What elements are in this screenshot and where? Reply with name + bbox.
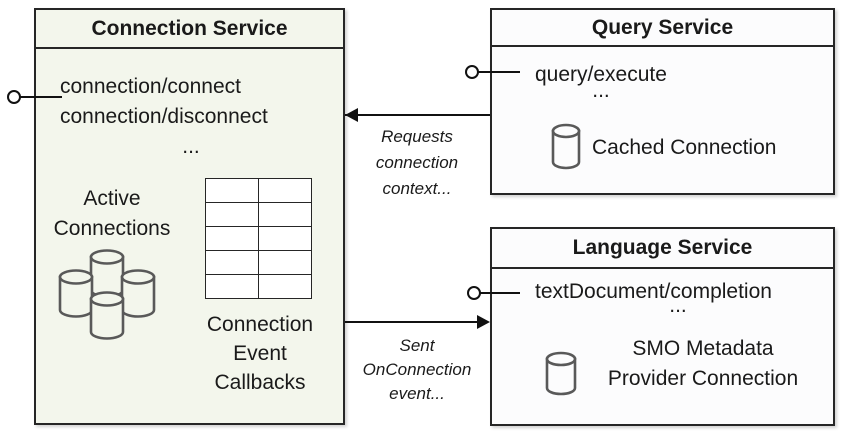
cached-connection-database-icon <box>551 123 581 170</box>
sent-arrowhead-icon <box>477 315 490 329</box>
sent-annotation: Sent OnConnection event... <box>362 336 472 403</box>
connection-service-methods: connection/connect connection/disconnect… <box>60 72 322 162</box>
language-interface-line <box>479 292 520 294</box>
language-interface-icon <box>467 286 481 300</box>
requests-annotation: Requests connection context... <box>375 127 459 198</box>
language-service-title: Language Service <box>492 229 833 269</box>
connection-service-title: Connection Service <box>36 10 343 49</box>
active-connections-label: Active Connections <box>53 187 171 240</box>
query-service-title: Query Service <box>492 10 833 47</box>
database-cluster-icon <box>58 249 156 340</box>
smo-metadata-provider-label: SMO Metadata Provider Connection <box>607 337 799 390</box>
language-methods-ellipsis: ... <box>669 294 687 317</box>
language-service-box: Language Service textDocument/completion… <box>490 227 835 426</box>
query-interface-line <box>477 71 520 73</box>
cached-connection-label: Cached Connection <box>592 136 777 159</box>
method-connection-connect: connection/connect <box>60 75 241 98</box>
method-connection-disconnect: connection/disconnect <box>60 105 268 128</box>
methods-ellipsis: ... <box>182 135 200 158</box>
method-query-execute: query/execute <box>535 63 667 86</box>
smo-metadata-database-icon <box>545 351 577 396</box>
requests-arrow-line <box>345 114 490 116</box>
requests-arrowhead-icon <box>345 108 358 122</box>
connection-interface-icon <box>7 90 21 104</box>
connection-service-box: Connection Service connection/connect co… <box>34 8 345 425</box>
method-textdocument-completion: textDocument/completion <box>535 280 772 303</box>
connection-event-callbacks-label: Connection Event Callbacks <box>206 313 314 394</box>
query-methods-ellipsis: ... <box>592 79 610 102</box>
query-interface-icon <box>465 65 479 79</box>
query-service-box: Query Service query/execute ... Cached C… <box>490 8 835 195</box>
sent-arrow-line <box>345 321 479 323</box>
connection-interface-line <box>20 96 62 98</box>
callback-table <box>205 178 312 299</box>
